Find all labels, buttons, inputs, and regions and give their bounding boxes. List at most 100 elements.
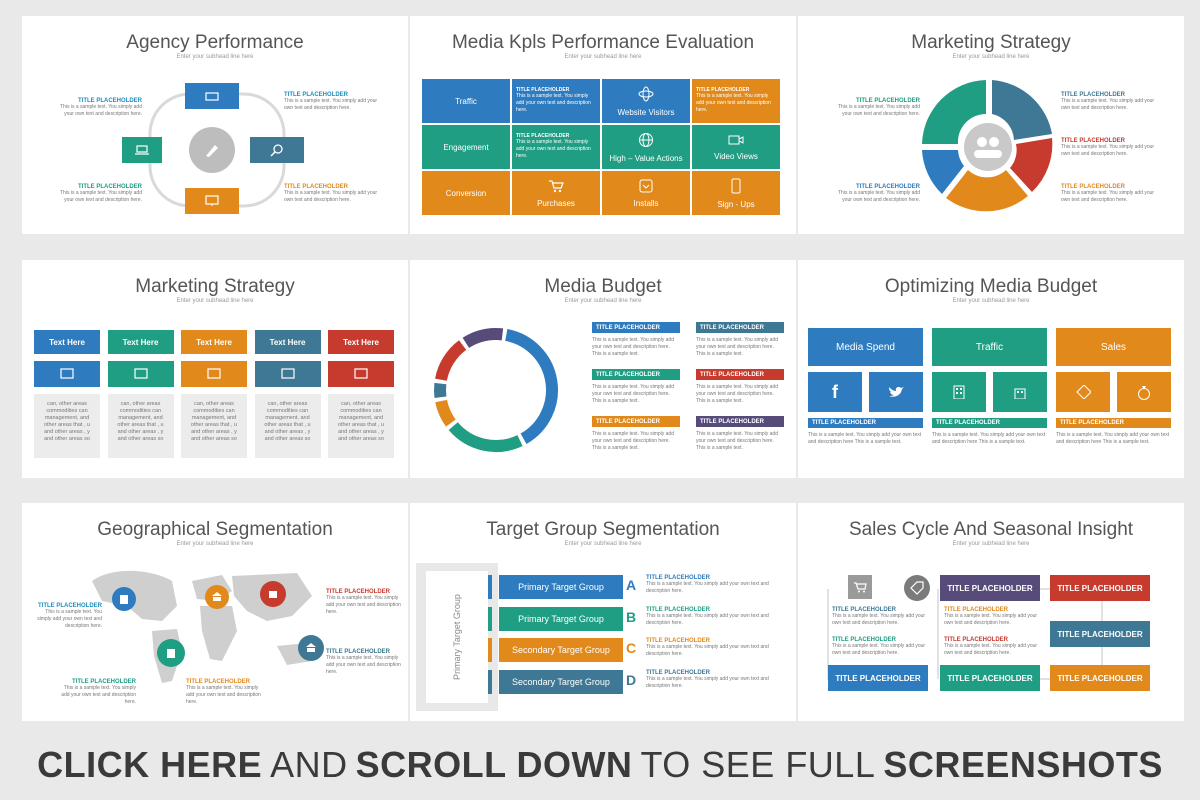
placeholder-title: TITLE PLACEHOLDER (646, 638, 710, 644)
donut-slice (435, 340, 467, 382)
legend-title: TITLE PLACEHOLDER (596, 418, 660, 425)
slide-title: Media Kpls Performance Evaluation (451, 32, 755, 53)
slide-media-kpis[interactable]: Media Kpls Performance Evaluation Enter … (410, 16, 796, 234)
placeholder-title: TITLE PLACEHOLDER (78, 184, 142, 190)
bank-icon (212, 592, 222, 601)
slide-grid: Agency Performance Enter your subhead li… (22, 16, 1184, 721)
briefcase-icon (205, 92, 219, 101)
pin-australia[interactable] (298, 635, 324, 661)
slide-agency-performance[interactable]: Agency Performance Enter your subhead li… (22, 16, 408, 234)
slide-optimizing-media-budget[interactable]: Optimizing Media Budget Enter your subhe… (798, 260, 1184, 478)
placeholder-text: This is a sample text. You simply add yo… (1061, 98, 1155, 111)
slide-title: Sales Cycle And Seasonal Insight (848, 519, 1134, 540)
edit-icon (60, 368, 74, 379)
head-sales: Sales (1056, 328, 1171, 366)
pin-north-america[interactable] (112, 587, 136, 611)
slide-media-budget[interactable]: Media Budget Enter your subhead line her… (410, 260, 796, 478)
column-body: can, other areas commodities can managem… (254, 394, 321, 458)
side-label: Primary Target Group (452, 594, 462, 680)
placeholder-title: TITLE PLACEHOLDER (812, 420, 876, 426)
cta-scroll-down[interactable]: SCROLL DOWN (355, 744, 633, 785)
ticket-box (1056, 372, 1110, 412)
placeholder-text: This is a sample text. You simply add yo… (326, 655, 401, 675)
target-group-letter: B (626, 608, 637, 625)
placeholder-title: TITLE PLACEHOLDER (856, 98, 920, 104)
row-marker (488, 606, 492, 631)
target-group-letter: A (626, 577, 637, 593)
column-head: Text Here (181, 330, 247, 354)
cta-and: AND (270, 744, 348, 785)
placeholder-text: This is a sample text. You simply add yo… (646, 644, 769, 657)
placeholder-title: TITLE PLACEHOLDER (947, 673, 1033, 683)
download-icon (639, 179, 653, 192)
legend-text: This is a sample text. You simply add yo… (592, 337, 674, 357)
row-marker (488, 669, 492, 694)
donut-slice (462, 328, 504, 349)
legend-title: TITLE PLACEHOLDER (700, 371, 764, 378)
placeholder-text: This is a sample text. You simply add yo… (932, 432, 1046, 445)
twitter-icon (889, 386, 904, 397)
target-group-letter: D (626, 671, 637, 688)
building-icon (120, 595, 128, 604)
cell-text: This is a sample text. You simply add yo… (696, 93, 771, 113)
column-icon-box (34, 361, 100, 387)
slide-target-group-segmentation[interactable]: Target Group Segmentation Enter your sub… (410, 503, 796, 721)
search-icon (270, 144, 283, 157)
video-icon (728, 135, 744, 144)
target-group-letter: C (626, 640, 637, 656)
placeholder-title: TITLE PLACEHOLDER (1061, 184, 1125, 190)
placeholder-title: TITLE PLACEHOLDER (856, 184, 920, 190)
cta-click-here[interactable]: CLICK HERE (37, 744, 263, 785)
placeholder-title: TITLE PLACEHOLDER (1061, 92, 1125, 98)
facebook-icon: f (832, 381, 838, 402)
search-box (250, 137, 304, 163)
placeholder-text: This is a sample text. You simply add yo… (284, 98, 378, 111)
legend-item: TITLE PLACEHOLDER This is a sample text. … (696, 369, 784, 405)
cell-title: TITLE PLACEHOLDER (696, 87, 750, 93)
atom-icon (638, 86, 654, 101)
legend-text: This is a sample text. You simply add yo… (696, 384, 778, 404)
slide-geographical-segmentation[interactable]: Geographical Segmentation Enter your sub… (22, 503, 408, 721)
slide-sales-cycle[interactable]: Sales Cycle And Seasonal Insight Enter y… (798, 503, 1184, 721)
cta-banner[interactable]: CLICK HERE AND SCROLL DOWN TO SEE FULL S… (0, 730, 1200, 800)
placeholder-title: TITLE PLACEHOLDER (78, 98, 142, 104)
wheel-segment (1010, 138, 1053, 192)
placeholder-title: TITLE PLACEHOLDER (947, 583, 1033, 593)
mobile-icon (731, 178, 741, 193)
slide-marketing-strategy-columns[interactable]: Marketing Strategy Enter your subhead li… (22, 260, 408, 478)
placeholder-title: TITLE PLACEHOLDER (1057, 673, 1143, 683)
pin-asia[interactable] (260, 581, 286, 607)
slate-title: TITLE PLACEHOLDER (1050, 621, 1150, 647)
placeholder-text: This is a sample text. You simply add yo… (1061, 190, 1155, 203)
column-body-text: can, other areas commodities can managem… (43, 401, 91, 442)
slide-subtitle: Enter your subhead line here (564, 54, 642, 60)
placeholder-title: TITLE PLACEHOLDER (72, 679, 136, 685)
legend-title: TITLE PLACEHOLDER (596, 371, 660, 378)
slide-subtitle: Enter your subhead line here (176, 541, 254, 547)
institution-icon (306, 643, 316, 652)
slide-marketing-strategy-wheel[interactable]: Marketing Strategy Enter your subhead li… (798, 16, 1184, 234)
head-media-spend: Media Spend (808, 328, 923, 366)
wheel-segment (922, 150, 964, 194)
world-map (92, 570, 312, 683)
row-label-traffic: Traffic (422, 79, 510, 123)
slide-subtitle: Enter your subhead line here (564, 541, 642, 547)
placeholder-title: TITLE PLACEHOLDER (186, 679, 250, 685)
green-title: TITLE PLACEHOLDER (940, 665, 1040, 691)
moneybag-box (1117, 372, 1171, 412)
pin-south-america[interactable] (157, 639, 185, 667)
pin-europe[interactable] (205, 585, 229, 609)
budget-donut-chart (434, 328, 558, 452)
blue-title: TITLE PLACEHOLDER (828, 665, 928, 691)
